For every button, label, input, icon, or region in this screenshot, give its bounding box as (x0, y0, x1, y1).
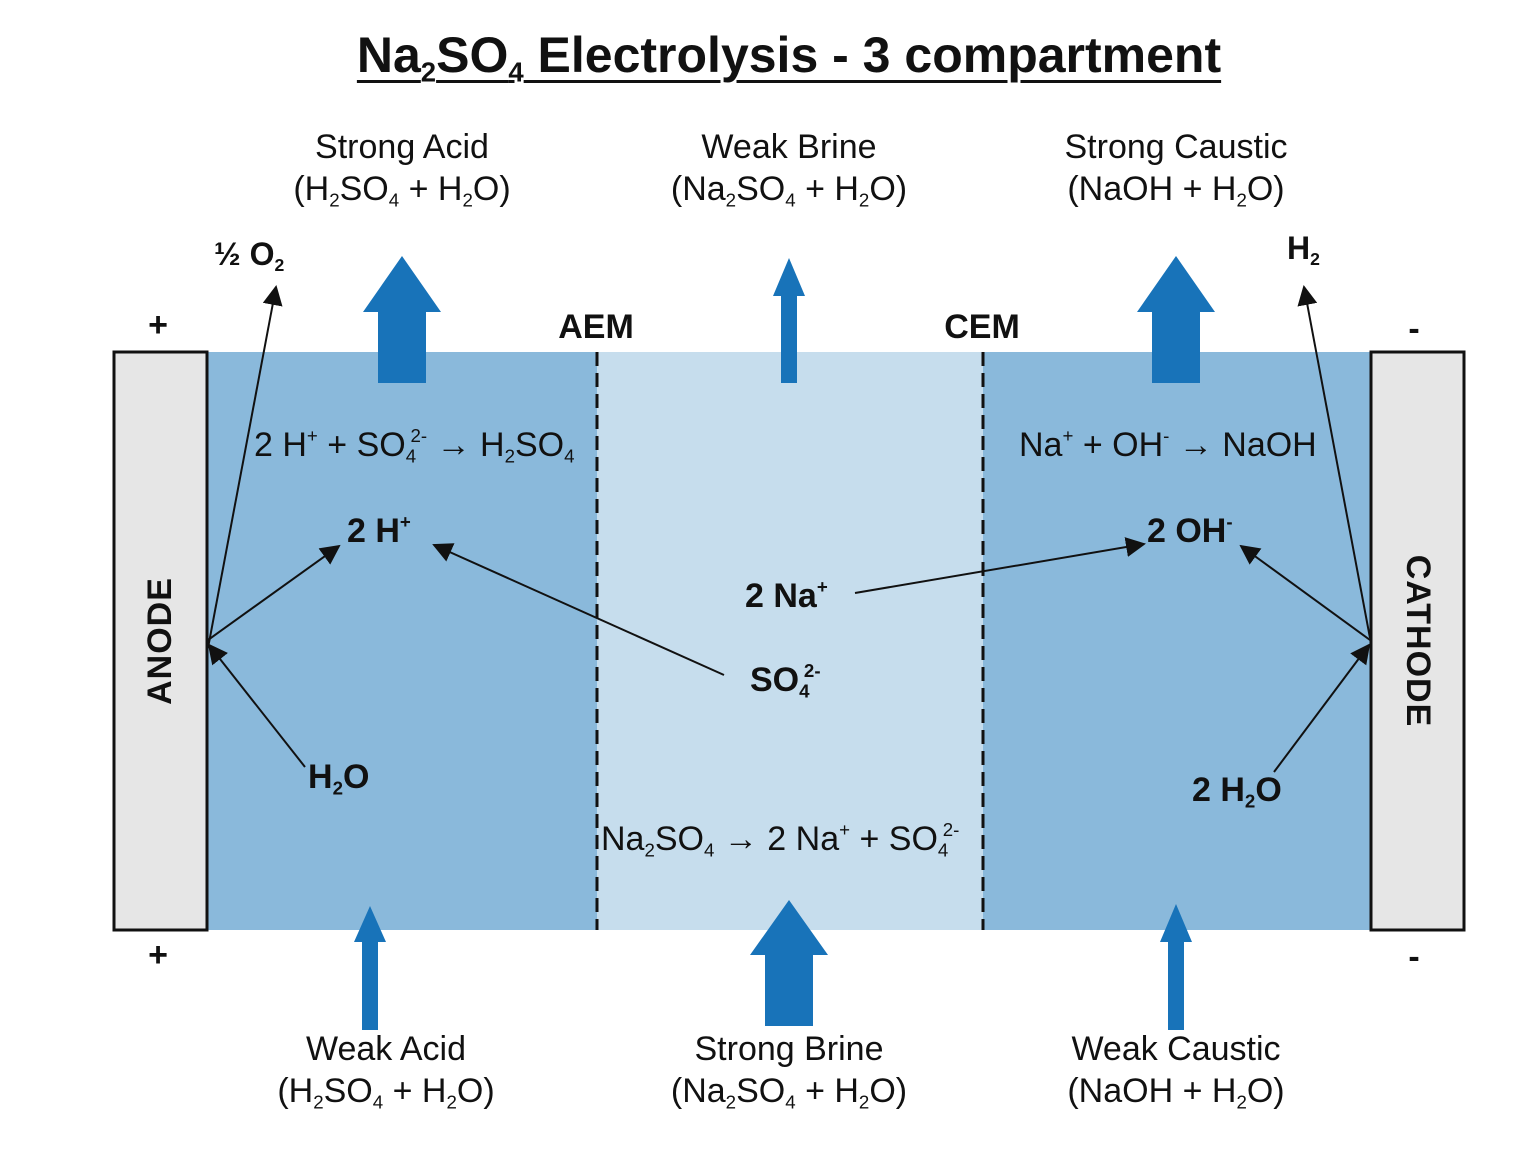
h2o-right-species: 2 H2O (1192, 771, 1282, 812)
cathode-plate (1369, 350, 1466, 932)
anode-plate (112, 350, 209, 932)
h2o-left-species: H2O (308, 758, 370, 799)
sodium-migration-arrow (854, 537, 1146, 594)
weak-acid-inlet-label: Weak Acid (H2SO4 + H2O) (277, 1028, 494, 1112)
stream-name: Weak Brine (701, 128, 877, 166)
stream-formula: (NaOH + H2O) (1067, 170, 1285, 211)
anode-plus-bottom: + (148, 936, 168, 974)
strong-brine-inlet-arrow (750, 900, 828, 1026)
oh-minus-formation-arrow (1239, 544, 1371, 641)
stream-formula: (NaOH + H2O) (1067, 1072, 1285, 1113)
o2-evolution-arrow (207, 285, 283, 649)
stream-name: Weak Acid (305, 1030, 467, 1068)
h-plus-formation-arrow (207, 544, 341, 641)
stream-name: Strong Acid (315, 128, 489, 166)
h2o-to-cathode-arrow (1273, 643, 1371, 773)
h2o-to-anode-arrow (207, 643, 306, 768)
title-subscript: 2 (420, 56, 437, 88)
acid-compartment (207, 352, 597, 930)
strong-acid-outlet-arrow (363, 256, 441, 383)
sulfate-migration-arrow (432, 543, 725, 676)
cathode-minus-top: - (1408, 310, 1420, 348)
strong-brine-inlet-label: Strong Brine (Na2SO4 + H2O) (671, 1028, 907, 1112)
weak-caustic-inlet-label: Weak Caustic (NaOH + H2O) (1067, 1028, 1284, 1112)
oh-minus-species: 2 OH- (1147, 510, 1233, 550)
cem-label: CEM (944, 308, 1020, 346)
strong-acid-outlet-label: Strong Acid (H2SO4 + H2O) (293, 126, 510, 210)
anode-label: ANODE (141, 577, 179, 705)
caustic-formation-equation: Na+ + OH- → NaOH (1019, 424, 1317, 464)
weak-brine-outlet-label: Weak Brine (Na2SO4 + H2O) (671, 126, 907, 210)
strong-caustic-outlet-arrow (1137, 256, 1215, 383)
stream-name: Weak Caustic (1071, 1030, 1281, 1068)
acid-formation-equation: 2 H+ + SO42- → H2SO4 (254, 424, 575, 467)
aem-label: AEM (558, 308, 634, 346)
na-plus-species: 2 Na+ (745, 575, 828, 615)
anode-plus-top: + (148, 306, 168, 344)
h-plus-species: 2 H+ (347, 510, 411, 550)
diagram-title: Na2SO4 Electrolysis - 3 compartment (356, 27, 1222, 86)
strong-caustic-outlet-label: Strong Caustic (NaOH + H2O) (1065, 126, 1288, 210)
title-text: Electrolysis - 3 compartment (523, 27, 1222, 83)
weak-brine-outlet-arrow (773, 258, 805, 383)
weak-caustic-inlet-arrow (1160, 904, 1192, 1030)
cathode-label: CATHODE (1399, 554, 1437, 728)
cathode-minus-bottom: - (1408, 938, 1420, 976)
stream-formula: (Na2SO4 + H2O) (670, 170, 908, 211)
sulfate-species: SO42- (750, 659, 821, 702)
stream-name: Strong Brine (694, 1030, 884, 1068)
stream-formula: (H2SO4 + H2O) (277, 1072, 495, 1113)
brine-dissociation-equation: Na2SO4 → 2 Na+ + SO42- (601, 818, 960, 861)
stream-formula: (H2SO4 + H2O) (293, 170, 511, 211)
stream-formula: (Na2SO4 + H2O) (670, 1072, 908, 1113)
hydrogen-gas-label: H2 (1287, 230, 1320, 270)
h2-evolution-arrow (1297, 285, 1371, 639)
stream-name: Strong Caustic (1064, 128, 1288, 166)
weak-acid-inlet-arrow (354, 906, 386, 1030)
title-subscript: 4 (508, 56, 524, 88)
brine-compartment (597, 352, 983, 930)
title-text: SO (436, 27, 509, 83)
oxygen-gas-label: ½ O2 (214, 236, 285, 276)
title-text: Na (356, 27, 421, 83)
caustic-compartment (983, 352, 1371, 930)
